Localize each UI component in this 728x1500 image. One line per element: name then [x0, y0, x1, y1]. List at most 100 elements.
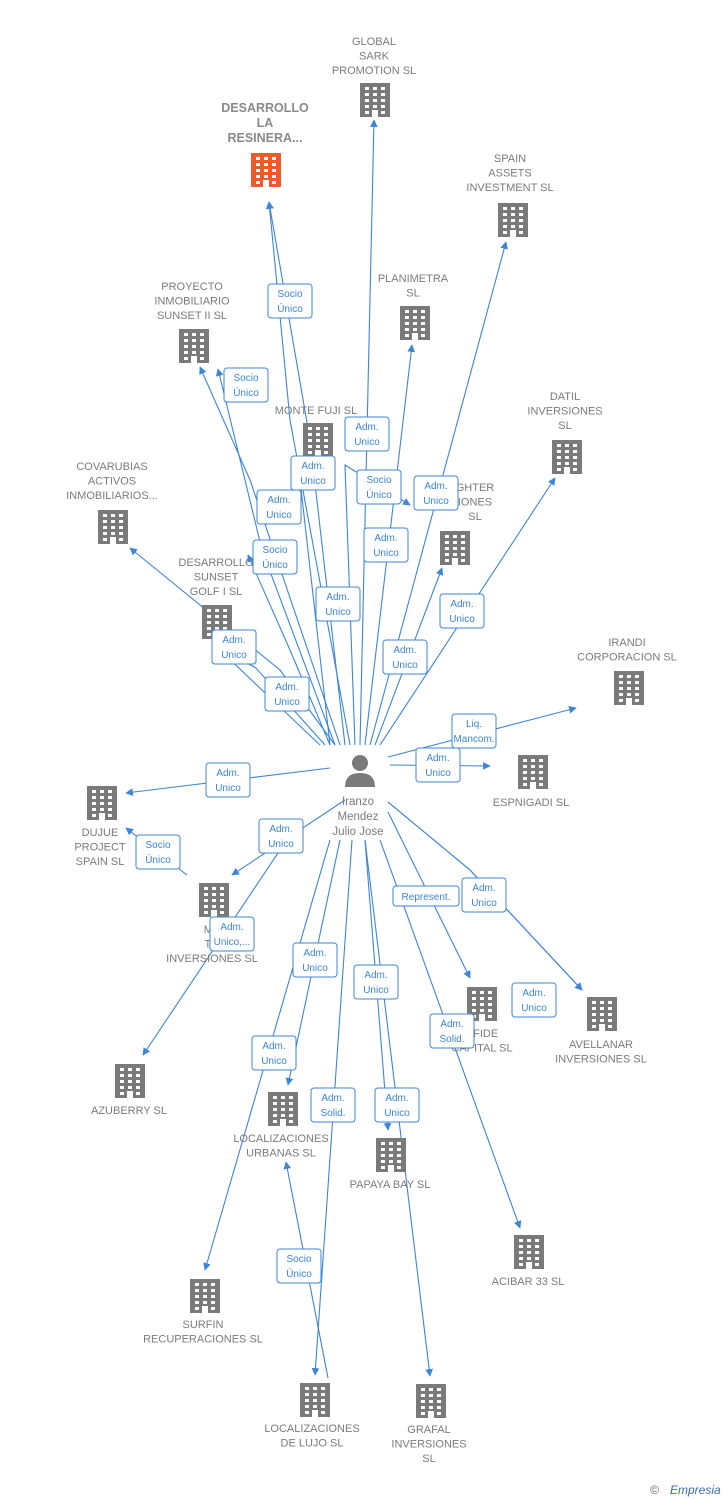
company-label[interactable]: INMOBILIARIOS... [66, 490, 158, 502]
company-label[interactable]: COVARUBIAS [76, 461, 147, 473]
relation-label[interactable]: Adm.Unico [315, 586, 361, 622]
company-node-azuberry[interactable]: AZUBERRY SL [91, 1064, 167, 1117]
relation-label[interactable]: Adm.Unico [461, 877, 507, 913]
relation-box[interactable] [251, 1035, 297, 1071]
company-label[interactable]: PROMOTION SL [332, 65, 416, 77]
relation-label[interactable]: Adm.Unico,... [209, 916, 255, 952]
relation-box[interactable] [310, 1087, 356, 1123]
relation-label[interactable]: Adm.Solid. [310, 1087, 356, 1123]
company-label[interactable]: RECUPERACIONES SL [143, 1334, 263, 1346]
company-label[interactable]: URBANAS SL [246, 1148, 316, 1160]
company-label[interactable]: SURFIN [183, 1319, 224, 1331]
company-label[interactable]: AZUBERRY SL [91, 1105, 167, 1117]
relation-box[interactable] [211, 629, 257, 665]
relation-box[interactable] [276, 1248, 322, 1284]
relation-box[interactable] [256, 489, 302, 525]
relation-box[interactable] [374, 1087, 420, 1123]
relation-box[interactable] [356, 469, 402, 505]
company-label[interactable]: INVERSIONES [391, 1439, 466, 1451]
person-name-line[interactable]: Julio Jose [332, 826, 383, 838]
relation-label[interactable]: Adm.Unico [374, 1087, 420, 1123]
relation-label[interactable]: Adm.Unico [353, 964, 399, 1000]
company-node-grafal[interactable]: GRAFAL INVERSIONES SL [391, 1384, 467, 1465]
relation-box[interactable] [252, 539, 298, 575]
relation-label[interactable]: Adm.Unico [256, 489, 302, 525]
relation-box[interactable] [439, 593, 485, 629]
relation-label[interactable]: Adm.Solid. [429, 1013, 475, 1049]
company-node-acibar[interactable]: ACIBAR 33 SL [492, 1235, 565, 1288]
relation-label[interactable]: Adm.Unico [290, 455, 336, 491]
relation-box[interactable] [223, 367, 269, 403]
company-label[interactable]: ACTIVOS [88, 476, 136, 488]
company-label[interactable]: LA [257, 116, 274, 130]
relation-label[interactable]: Adm.Unico [413, 475, 459, 511]
company-label[interactable]: DATIL [550, 391, 580, 403]
relation-label[interactable]: Adm.Unico [439, 593, 485, 629]
company-label[interactable]: LOCALIZACIONES [233, 1133, 328, 1145]
company-label[interactable]: INVERSIONES SL [166, 953, 258, 965]
company-label[interactable]: SPAIN [494, 153, 526, 165]
relation-box[interactable] [135, 834, 181, 870]
relation-box[interactable] [315, 586, 361, 622]
company-label[interactable]: GRAFAL [407, 1424, 450, 1436]
relation-box[interactable] [451, 713, 497, 749]
company-label[interactable]: CORPORACION SL [577, 652, 677, 664]
relation-box[interactable] [344, 416, 390, 452]
relation-box[interactable] [382, 639, 428, 675]
company-label[interactable]: DESARROLLO [221, 101, 309, 115]
relation-box[interactable] [267, 283, 313, 319]
company-label[interactable]: LOCALIZACIONES [264, 1423, 359, 1435]
company-label[interactable]: SUNSET II SL [157, 310, 227, 322]
relation-box[interactable] [205, 762, 251, 798]
company-label[interactable]: DESARROLLO [178, 557, 254, 569]
relation-box[interactable] [461, 877, 507, 913]
relation-box[interactable] [292, 942, 338, 978]
company-label[interactable]: PROJECT [74, 842, 126, 854]
company-node-covarubias[interactable]: COVARUBIAS ACTIVOS INMOBILIARIOS... [66, 461, 158, 544]
relation-label[interactable]: Adm.Unico [211, 629, 257, 665]
relation-label[interactable]: Adm.Unico [382, 639, 428, 675]
person-name-line[interactable]: Mendez [338, 811, 379, 823]
company-node-global-sark[interactable]: GLOBAL SARK PROMOTION SL [332, 36, 416, 117]
company-label[interactable]: GLOBAL [352, 36, 396, 48]
company-label[interactable]: ESPNIGADI SL [493, 797, 569, 809]
relation-label[interactable]: Adm.Unico [251, 1035, 297, 1071]
company-node-desarrollo-resinera[interactable]: DESARROLLOLARESINERA... [221, 101, 309, 187]
company-label[interactable]: AVELLANAR [569, 1039, 633, 1051]
relation-box[interactable] [429, 1013, 475, 1049]
company-label[interactable]: SL [558, 420, 571, 432]
relation-label[interactable]: Adm.Unico [258, 818, 304, 854]
relation-box[interactable] [258, 818, 304, 854]
relation-label[interactable]: Liq.Mancom. [451, 713, 497, 749]
company-node-surfin[interactable]: SURFIN RECUPERACIONES SL [143, 1279, 263, 1346]
relation-box[interactable] [415, 747, 461, 783]
company-label[interactable]: PROYECTO [161, 281, 223, 293]
relation-box[interactable] [290, 455, 336, 491]
relation-label[interactable]: Adm.Unico [344, 416, 390, 452]
company-label[interactable]: SPAIN SL [76, 856, 125, 868]
relation-label[interactable]: Adm.Unico [264, 676, 310, 712]
company-label[interactable]: RESINERA... [227, 131, 302, 145]
company-label[interactable]: SL [422, 1453, 435, 1465]
company-label[interactable]: SL [468, 511, 481, 523]
relation-box[interactable] [264, 676, 310, 712]
company-node-monte-fuji[interactable]: MONTE FUJI SL [275, 405, 358, 457]
relation-label[interactable]: Adm.Unico [511, 982, 557, 1018]
company-label[interactable]: MONTE FUJI SL [275, 405, 358, 417]
company-label[interactable]: DE LUJO SL [281, 1438, 344, 1450]
company-label[interactable]: SARK [359, 51, 390, 63]
relation-box[interactable] [353, 964, 399, 1000]
relation-label[interactable]: Adm.Unico [415, 747, 461, 783]
company-label[interactable]: INVERSIONES SL [555, 1054, 647, 1066]
company-label[interactable]: PAPAYA BAY SL [350, 1179, 431, 1191]
